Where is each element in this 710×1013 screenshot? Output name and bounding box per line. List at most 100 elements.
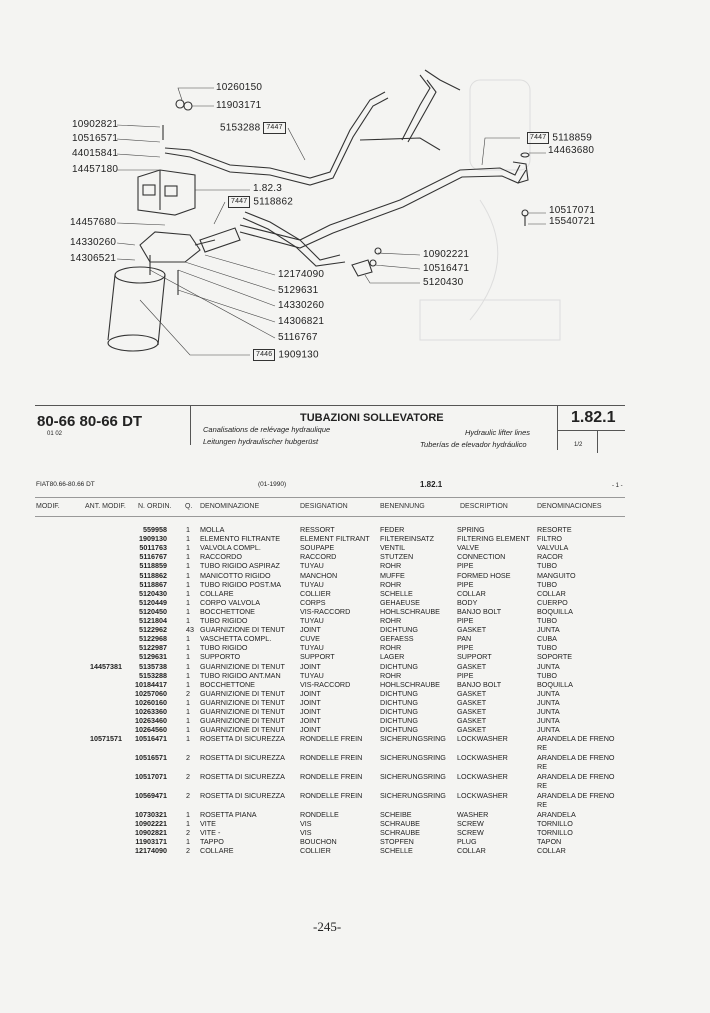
description: LOCKWASHER: [457, 753, 508, 763]
description: WASHER: [457, 809, 489, 819]
quantity: 1: [186, 643, 190, 653]
part-callout: 10902221: [423, 249, 470, 260]
part-number: 10902221: [135, 818, 167, 828]
denominaciones: BOQUILLA: [537, 679, 573, 689]
denominazione: GUARNIZIONE DI TENUT: [200, 661, 285, 671]
denominaciones: JUNTA: [537, 725, 560, 735]
benennung: SCHRAUBE: [380, 827, 420, 837]
benennung: STOPFEN: [380, 836, 414, 846]
designation: ELEMENT FILTRANT: [300, 534, 370, 544]
designation: MANCHON: [300, 570, 338, 580]
designation: VIS-RACCORD: [300, 606, 351, 616]
benennung: HOHLSCHRAUBE: [380, 606, 440, 616]
divider: [557, 405, 558, 450]
designation: RONDELLE FREIN: [300, 771, 363, 781]
ant-modif: 10571571: [90, 734, 122, 744]
description: LOCKWASHER: [457, 734, 508, 744]
description: BODY: [457, 597, 478, 607]
part-number: 5129631: [139, 652, 167, 662]
part-callout: 14330260: [70, 237, 117, 248]
reference-box: 7447: [527, 132, 550, 144]
quantity: 2: [186, 753, 190, 763]
part-number: 11903171: [135, 836, 167, 846]
denominaciones: TUBO: [537, 616, 557, 625]
description: PIPE: [457, 561, 474, 571]
designation: RESSORT: [300, 525, 335, 534]
denominazione: SUPPORTO: [200, 652, 241, 662]
denominazione: ROSETTA DI SICUREZZA: [200, 734, 285, 744]
benennung: ROHR: [380, 616, 402, 625]
col-q: Q.: [185, 503, 193, 510]
benennung: DICHTUNG: [380, 725, 418, 735]
part-number: 10517071: [135, 771, 167, 781]
exploded-parts-diagram: [107, 69, 561, 356]
denominaciones: JUNTA: [537, 697, 560, 707]
section-title: TUBAZIONI SOLLEVATORE: [300, 412, 444, 424]
quantity: 1: [186, 570, 190, 580]
designation: CORPS: [300, 597, 326, 607]
part-number: 559958: [143, 525, 167, 534]
denominaciones: COLLAR: [537, 845, 566, 855]
benennung: DICHTUNG: [380, 707, 418, 716]
listing-model: FIAT80.66-80.66 DT: [36, 481, 95, 488]
denominazione: GUARNIZIONE DI TENUT: [200, 688, 285, 698]
quantity: 2: [186, 688, 190, 698]
divider: [35, 405, 625, 406]
part-number: 5122987: [139, 643, 167, 653]
col-modif: MODIF.: [36, 503, 60, 510]
description: GASKET: [457, 725, 487, 735]
part-number: 5011763: [139, 543, 167, 553]
quantity: 1: [186, 734, 190, 744]
quantity: 1: [186, 579, 190, 589]
divider: [557, 430, 625, 431]
col-benennung: BENENNUNG: [380, 503, 425, 510]
description: PIPE: [457, 643, 474, 653]
denominaciones: BOQUILLA: [537, 606, 573, 616]
part-callout: 5116767: [278, 332, 318, 343]
benennung: FILTEREINSATZ: [380, 534, 435, 544]
benennung: ROHR: [380, 561, 402, 571]
denominaciones: RACOR: [537, 552, 563, 562]
part-number: 12174090: [135, 845, 167, 855]
ant-modif: 14457381: [90, 661, 122, 671]
denominaciones: JUNTA: [537, 716, 560, 726]
listing-date: (01-1990): [258, 481, 287, 488]
denominaciones: ARANDELA DE FRENO: [537, 790, 615, 800]
part-number: 10263460: [135, 716, 167, 726]
benennung: SCHEIBE: [380, 809, 412, 819]
quantity: 1: [186, 670, 190, 680]
benennung: VENTIL: [380, 543, 406, 553]
denominazione: GUARNIZIONE DI TENUT: [200, 716, 285, 726]
part-number: 5122968: [139, 634, 167, 644]
designation: JOINT: [300, 688, 321, 698]
description: SPRING: [457, 525, 485, 534]
denominazione: RACCORDO: [200, 552, 242, 562]
description: GASKET: [457, 688, 487, 698]
part-callout: 10902821: [72, 119, 119, 130]
benennung: SICHERUNGSRING: [380, 771, 446, 781]
description: GASKET: [457, 716, 487, 726]
benennung: HOHLSCHRAUBE: [380, 679, 440, 689]
part-number: 5118859: [139, 561, 167, 571]
denominazione: VITE: [200, 818, 216, 828]
part-number: 5153288: [139, 670, 167, 680]
designation: RONDELLE: [300, 809, 339, 819]
title-fr: Canalisations de relévage hydraulique: [203, 425, 331, 434]
denominaciones: TUBO: [537, 670, 557, 680]
designation: JOINT: [300, 716, 321, 726]
denominaciones: ARANDELA DE FRENO: [537, 734, 615, 744]
denominazione: TUBO RIGIDO ASPIRAZ: [200, 561, 280, 571]
page-number: -245-: [313, 919, 342, 934]
description: LOCKWASHER: [457, 771, 508, 781]
denominaciones: JUNTA: [537, 688, 560, 698]
benennung: DICHTUNG: [380, 716, 418, 726]
reference-box: 7447: [228, 196, 251, 208]
part-callout: 14306521: [70, 253, 117, 264]
quantity: 1: [186, 543, 190, 553]
col-n-ordin: N. ORDIN.: [138, 503, 172, 510]
denominazione: BOCCHETTONE: [200, 606, 255, 616]
benennung: ROHR: [380, 670, 402, 680]
section-number: 1.82.1: [571, 409, 616, 426]
part-number: 10264560: [135, 725, 167, 735]
